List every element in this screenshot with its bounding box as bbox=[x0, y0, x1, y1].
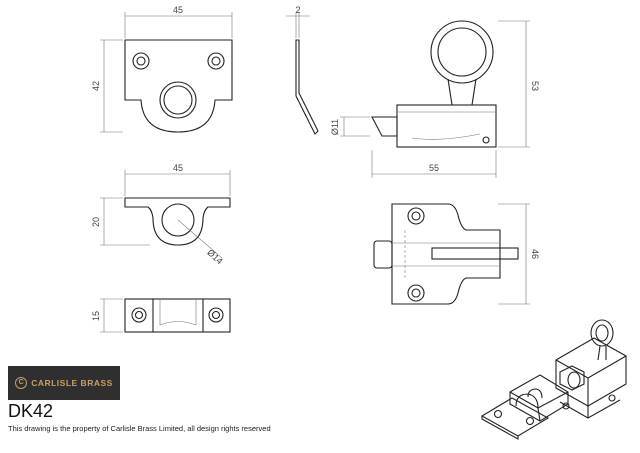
copyright-notice: This drawing is the property of Carlisle… bbox=[8, 424, 271, 433]
dim-plate-width: 45 bbox=[173, 5, 183, 15]
dim-receiver-width: 45 bbox=[173, 163, 183, 173]
plate-front-view: 45 42 bbox=[91, 5, 233, 133]
dim-keep-height: 15 bbox=[91, 311, 101, 321]
keep-top-view: 15 bbox=[91, 298, 231, 333]
dim-body-height: 46 bbox=[530, 249, 540, 259]
brand-logo: C CARLISLE BRASS bbox=[8, 366, 120, 400]
dim-plate-height: 42 bbox=[91, 81, 101, 91]
product-code: DK42 bbox=[8, 401, 54, 421]
dim-plate-thickness: 2 bbox=[295, 5, 300, 15]
bolt-side-view: Ø11 55 53 bbox=[330, 20, 540, 178]
plate-side-view: 2 bbox=[286, 5, 319, 135]
bolt-top-view: 46 bbox=[373, 203, 540, 305]
dim-body-length: 55 bbox=[429, 163, 439, 173]
dim-overall-height: 53 bbox=[530, 81, 540, 91]
dim-ring-diameter: Ø14 bbox=[205, 247, 224, 266]
receiver-front-view: Ø14 45 20 bbox=[91, 163, 231, 266]
isometric-illustration bbox=[480, 319, 627, 440]
dim-bolt-diameter: Ø11 bbox=[330, 119, 340, 135]
brand-name: CARLISLE BRASS bbox=[31, 378, 113, 388]
dim-receiver-height: 20 bbox=[91, 217, 101, 227]
brand-mark-icon: C bbox=[15, 377, 28, 389]
